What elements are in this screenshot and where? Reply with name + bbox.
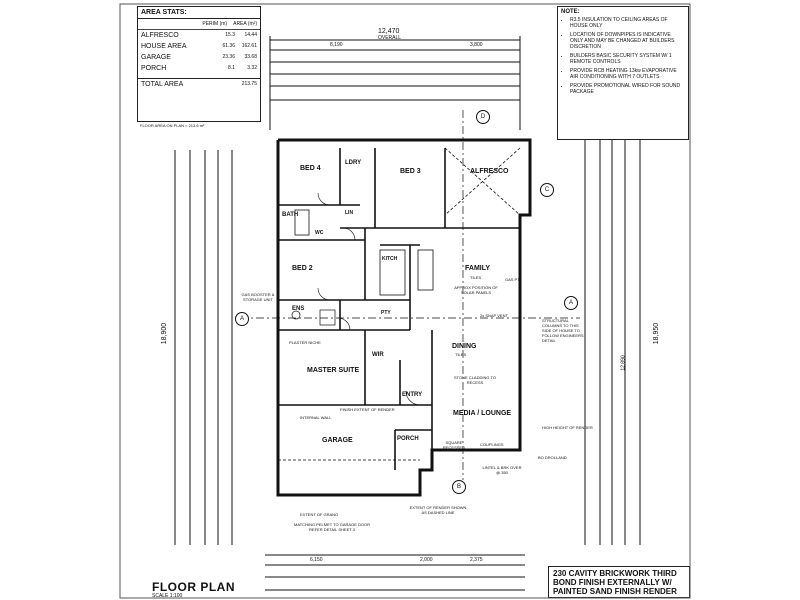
area-row: PORCH 8.1 3.32	[138, 63, 260, 74]
room-dining-tiles: TILES	[455, 352, 467, 357]
note-item: LOCATION OF DOWNPIPES IS INDICATIVE ONLY…	[570, 32, 685, 50]
plan-scale: SCALE 1:100	[152, 593, 183, 599]
section-marker-d: D	[476, 110, 490, 124]
room-dining: DINING	[452, 343, 477, 350]
room-kitch: KITCH	[382, 256, 398, 262]
section-marker-a-right: A	[564, 296, 578, 310]
note-stone-cladding: STONE CLADDING TO RECESS	[453, 375, 496, 385]
note-couplings: COUPLINGS	[480, 442, 504, 447]
note-item: R3.5 INSULATION TO CEILING AREAS OF HOUS…	[570, 17, 685, 29]
room-wc: WC	[315, 230, 324, 236]
area-row-area: 162.61	[241, 43, 257, 49]
room-bed3: BED 3	[400, 168, 421, 175]
perim-header: PERIM (m)	[202, 21, 228, 27]
area-row-perim: 61.36	[222, 43, 235, 49]
dim-bottom-b: 2,000	[420, 557, 433, 563]
note-item: PROVIDE PROMOTIONAL WIRED FOR SOUND PACK…	[570, 83, 685, 95]
dim-top-left: 8,190	[330, 42, 343, 48]
area-row-name: GARAGE	[141, 54, 171, 61]
area-row-name: PORCH	[141, 65, 167, 72]
section-marker-a-left: A	[235, 312, 249, 326]
notes-title: NOTE:	[561, 9, 580, 15]
note-bo-drain: BO DROLLAND	[538, 455, 567, 460]
brick-note-line: 230 CAVITY BRICKWORK THIRD	[553, 569, 677, 578]
brick-note: 230 CAVITY BRICKWORK THIRD BOND FINISH E…	[548, 566, 690, 598]
room-ens: ENS	[292, 306, 305, 312]
area-stats-header: PERIM (m) AREA (m²)	[138, 19, 260, 30]
room-master: MASTER SUITE	[307, 367, 360, 374]
plan-title: FLOOR PLAN	[152, 580, 235, 594]
room-garage: GARAGE	[322, 437, 353, 444]
area-total-row: TOTAL AREA 213.75	[138, 78, 260, 90]
area-row-perim: 23.36	[222, 54, 235, 60]
area-total-value: 213.75	[241, 81, 257, 87]
brick-note-line: BOND FINISH EXTERNALLY W/	[553, 578, 672, 587]
dim-overall-label: OVERALL	[378, 35, 402, 41]
dim-top-right: 3,800	[470, 42, 483, 48]
note-item: BUILDERS BASIC SECURITY SYSTEM W/ 1 REMO…	[570, 53, 685, 65]
room-entry: ENTRY	[402, 392, 423, 398]
room-alfresco: ALFRESCO	[470, 168, 509, 175]
dim-left-overall: 18,900	[161, 322, 169, 345]
note-lintel: LINTEL & BRK OVER @ 350	[482, 465, 522, 475]
area-row: HOUSE AREA 61.36 162.61	[138, 41, 260, 52]
area-row-area: 3.32	[247, 65, 257, 71]
room-pantry: PTY	[381, 310, 391, 316]
note-matching-pelmet: MATCHING PELMET TO GARAGE DOOR REFER DET…	[294, 522, 370, 532]
room-ldry: LDRY	[345, 160, 362, 166]
area-row-name: HOUSE AREA	[141, 43, 187, 50]
note-gas-booster: GAS BOOSTER & STORAGE UNIT	[241, 292, 275, 302]
note-square-recessed: SQUARE RECESSED	[442, 440, 465, 450]
room-family-tiles: TILES	[470, 275, 482, 280]
note-extent-render: EXTENT OF RENDER SHOWN AS DASHED LINE	[409, 505, 467, 515]
note-internal-wall: INTERNAL WALL	[300, 415, 332, 420]
room-media: MEDIA / LOUNGE	[453, 410, 512, 417]
room-wir: WIR	[372, 352, 384, 358]
room-porch: PORCH	[397, 436, 419, 442]
section-marker-b: B	[452, 480, 466, 494]
note-high-render: HIGH HEIGHT OF RENDER	[542, 425, 593, 430]
notes-box: NOTE: R3.5 INSULATION TO CEILING AREAS O…	[557, 6, 689, 140]
brick-note-line: PAINTED SAND FINISH RENDER	[553, 587, 677, 596]
floor-area-note: FLOOR AREA ON PLAN = 213.6 m²	[140, 123, 205, 128]
dim-overall-top: 12,470	[378, 28, 400, 35]
section-marker-c: C	[540, 183, 554, 197]
area-row-perim: 15.3	[225, 32, 235, 38]
area-stats-table: AREA STATS: PERIM (m) AREA (m²) ALFRESCO…	[137, 6, 261, 122]
notes-list: R3.5 INSULATION TO CEILING AREAS OF HOUS…	[558, 17, 688, 95]
area-row: GARAGE 23.36 33.68	[138, 52, 260, 63]
note-snap-vent: 2x SNAP VENT	[480, 313, 508, 318]
area-header: AREA (m²)	[233, 21, 257, 27]
note-solar: APPROX POSITION OF SOLAR PANELS	[454, 285, 498, 295]
room-bath: BATH	[282, 212, 299, 218]
area-stats-title: AREA STATS:	[138, 7, 260, 19]
note-finish-render: FINISH EXTENT OF RENDER	[340, 407, 395, 412]
area-row-name: ALFRESCO	[141, 32, 179, 39]
note-structural: STRUCTURAL COLUMNS TO THIS SIDE OF HOUSE…	[542, 318, 584, 343]
dim-bottom-c: 2,375	[470, 557, 483, 563]
room-bed2: BED 2	[292, 265, 313, 272]
dim-right-overall: 18,950	[653, 322, 661, 345]
area-row: ALFRESCO 15.3 14.44	[138, 30, 260, 41]
room-bed4: BED 4	[300, 165, 321, 172]
area-row-area: 14.44	[244, 32, 257, 38]
note-plaster-niche: PLASTER NICHE	[289, 340, 321, 345]
room-lin: LIN	[345, 210, 354, 216]
area-total-label: TOTAL AREA	[141, 81, 184, 88]
dim-right-mid: 12,890	[620, 355, 627, 371]
area-row-area: 33.68	[244, 54, 257, 60]
area-row-perim: 8.1	[228, 65, 235, 71]
room-family: FAMILY	[465, 265, 491, 272]
dim-bottom-a: 6,150	[310, 557, 323, 563]
note-extent-grano: EXTENT OF GRANO	[300, 512, 339, 517]
note-item: PROVIDE RCB HEATING 13kw EVAPORATIVE AIR…	[570, 68, 685, 80]
note-gas-pt: GAS PT	[505, 277, 520, 282]
